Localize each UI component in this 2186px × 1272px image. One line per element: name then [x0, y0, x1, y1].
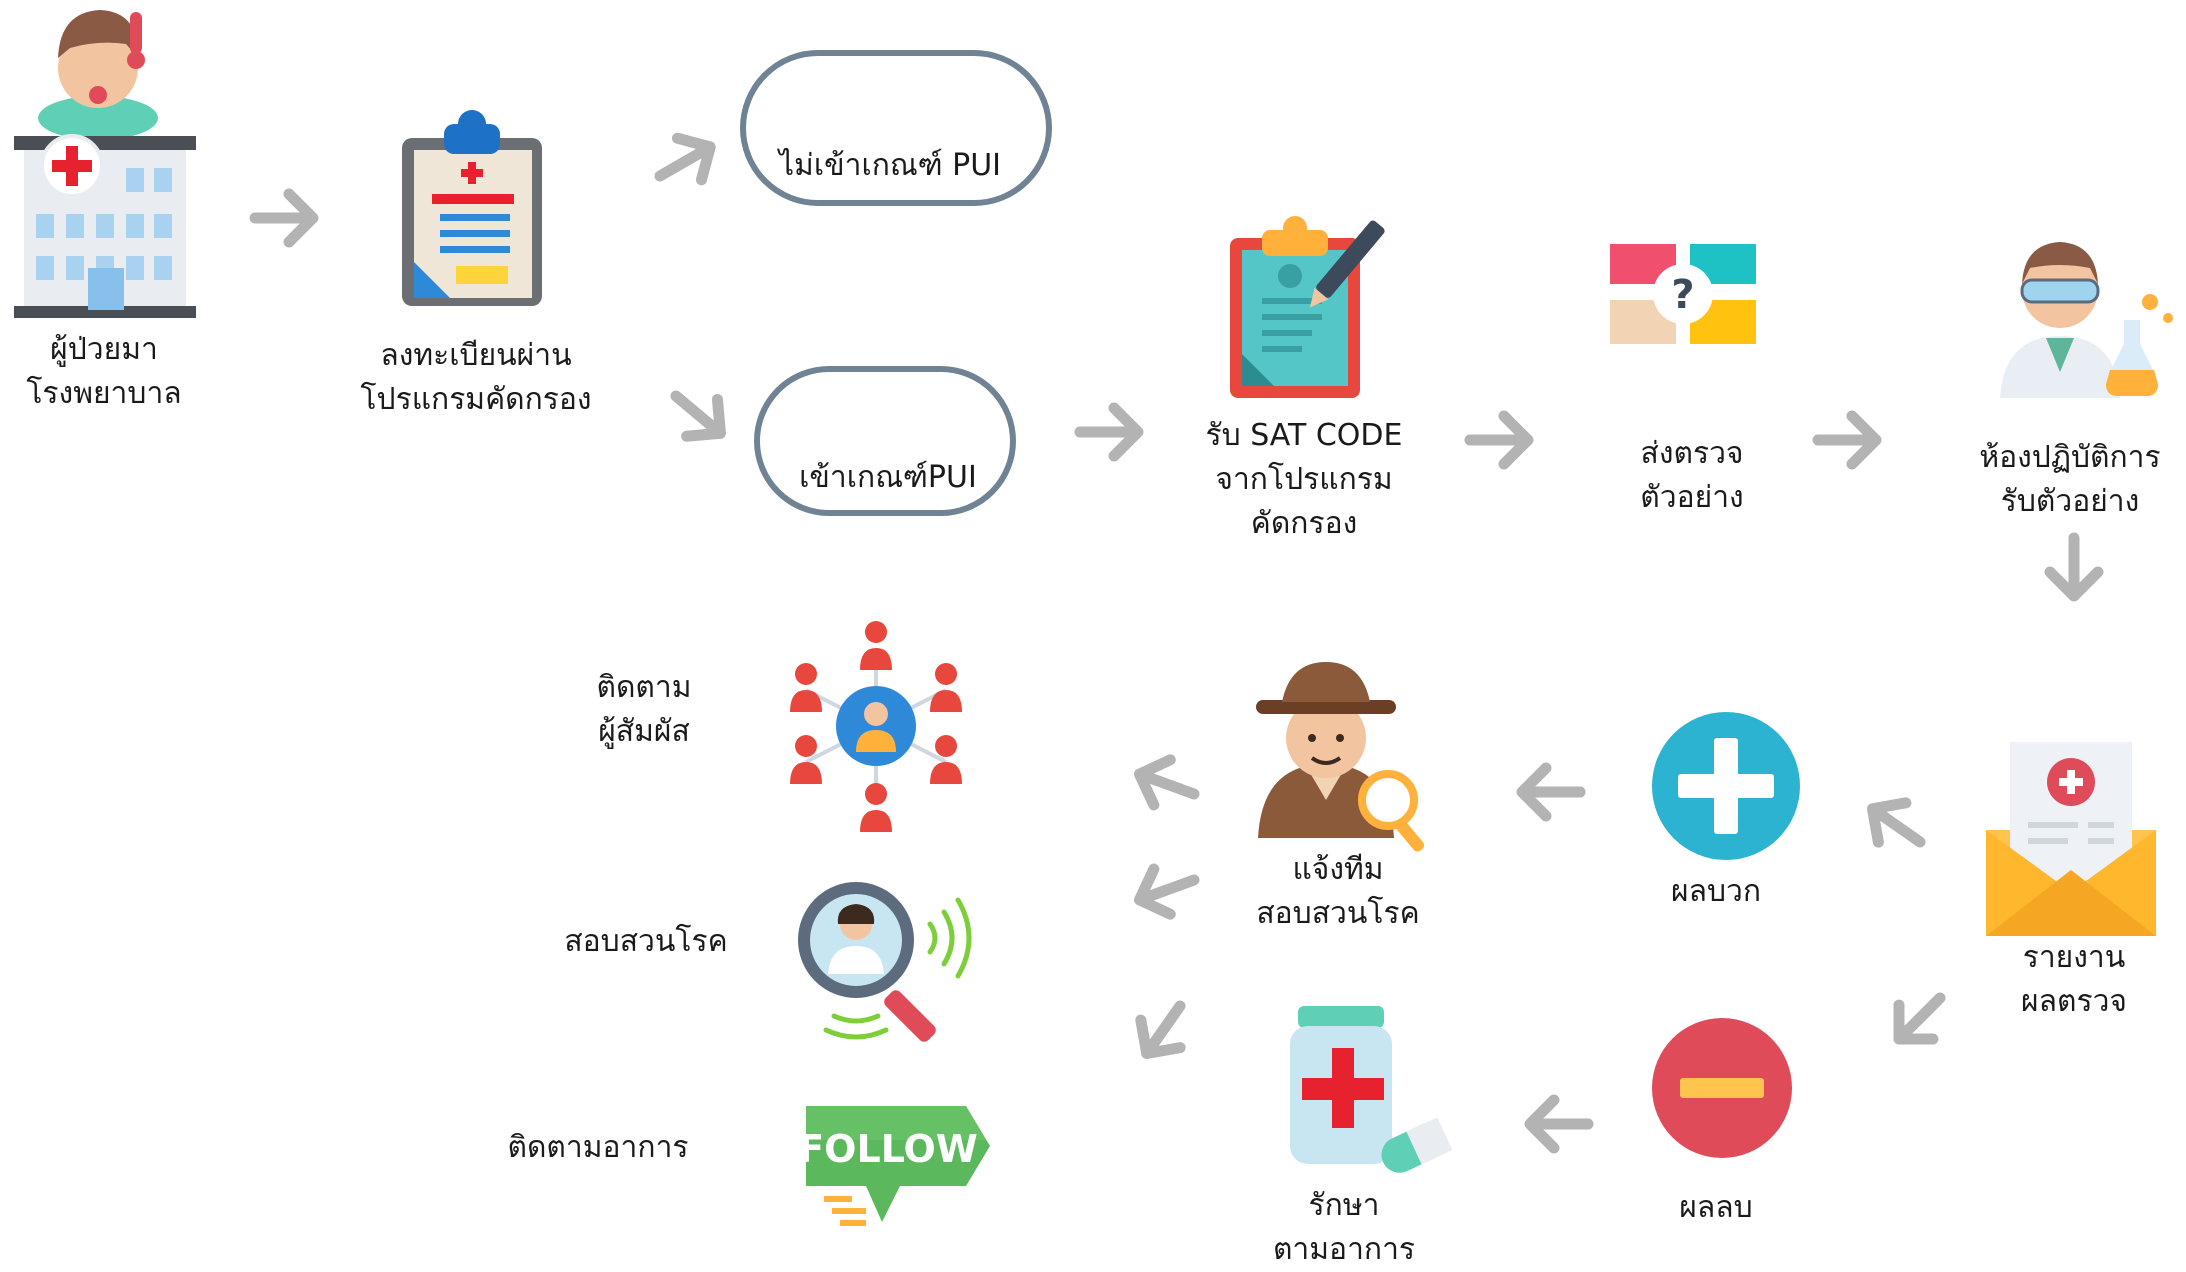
arrow-right-2	[1080, 408, 1138, 456]
lab-scientist-icon	[2000, 242, 2173, 398]
arrow-report-to-negative	[1882, 981, 1957, 1056]
send-sample-label: ส่งตรวจ ตัวอย่าง	[1640, 436, 1744, 515]
patient-hospital-icon	[14, 10, 196, 318]
medicine-bottle-icon	[1290, 1006, 1453, 1173]
follow-badge-text: FOLLOW	[798, 1127, 978, 1171]
pui-pill	[754, 366, 1016, 516]
arrow-to-pui	[661, 378, 736, 452]
clipboard-register-icon	[402, 110, 542, 306]
not-pui-label: ไม่เข้าเกณฑ์ PUI	[778, 148, 1002, 183]
arrow-team-to-follow	[1127, 992, 1200, 1067]
arrow-down-1	[2050, 538, 2098, 596]
lab-label: ห้องปฏิบัติการ รับตัวอย่าง	[1979, 440, 2161, 519]
sat-code-label: รับ SAT CODE จากโปรแกรม คัดกรอง	[1205, 418, 1403, 541]
arrow-positive-to-team	[1522, 768, 1580, 816]
detective-investigator-icon	[1256, 662, 1425, 852]
arrow-report-to-positive	[1859, 789, 1934, 862]
arrow-right-1	[255, 194, 313, 242]
negative-minus-icon	[1652, 1018, 1792, 1158]
sample-question-puzzle-icon: ?	[1610, 244, 1756, 344]
notify-team-label: แจ้งทีม สอบสวนโรค	[1256, 852, 1420, 931]
arrow-right-3	[1470, 416, 1528, 464]
magnifier-investigate-icon	[798, 882, 972, 1042]
report-label: รายงาน ผลตรวจ	[2021, 940, 2127, 1019]
svg-text:?: ?	[1671, 272, 1694, 318]
arrow-team-to-investigate	[1131, 857, 1202, 922]
positive-label: ผลบวก	[1670, 874, 1762, 909]
register-label: ลงทะเบียนผ่าน โปรแกรมคัดกรอง	[360, 338, 592, 417]
patient-label: ผู้ป่วยมา โรงพยาบาล	[26, 332, 182, 411]
arrow-team-to-contacts	[1131, 752, 1202, 817]
positive-plus-icon	[1652, 712, 1800, 860]
negative-label: ผลลบ	[1679, 1190, 1753, 1225]
contacts-label: ติดตาม ผู้สัมผัส	[596, 670, 692, 749]
treat-label: รักษา ตามอาการ	[1272, 1188, 1416, 1267]
arrow-to-not-pui	[648, 126, 722, 197]
arrow-right-4	[1818, 416, 1876, 464]
report-envelope-icon	[1986, 742, 2156, 936]
follow-symptoms-label: ติดตามอาการ	[507, 1130, 689, 1165]
sat-code-clipboard-icon	[1230, 216, 1385, 398]
arrow-negative-to-treat	[1530, 1100, 1588, 1148]
not-pui-pill	[740, 50, 1052, 206]
contacts-network-icon	[790, 621, 962, 832]
investigate-label: สอบสวนโรค	[564, 924, 728, 959]
follow-badge-icon: FOLLOW	[798, 1106, 990, 1226]
pui-label: เข้าเกณฑ์PUI	[799, 460, 977, 495]
